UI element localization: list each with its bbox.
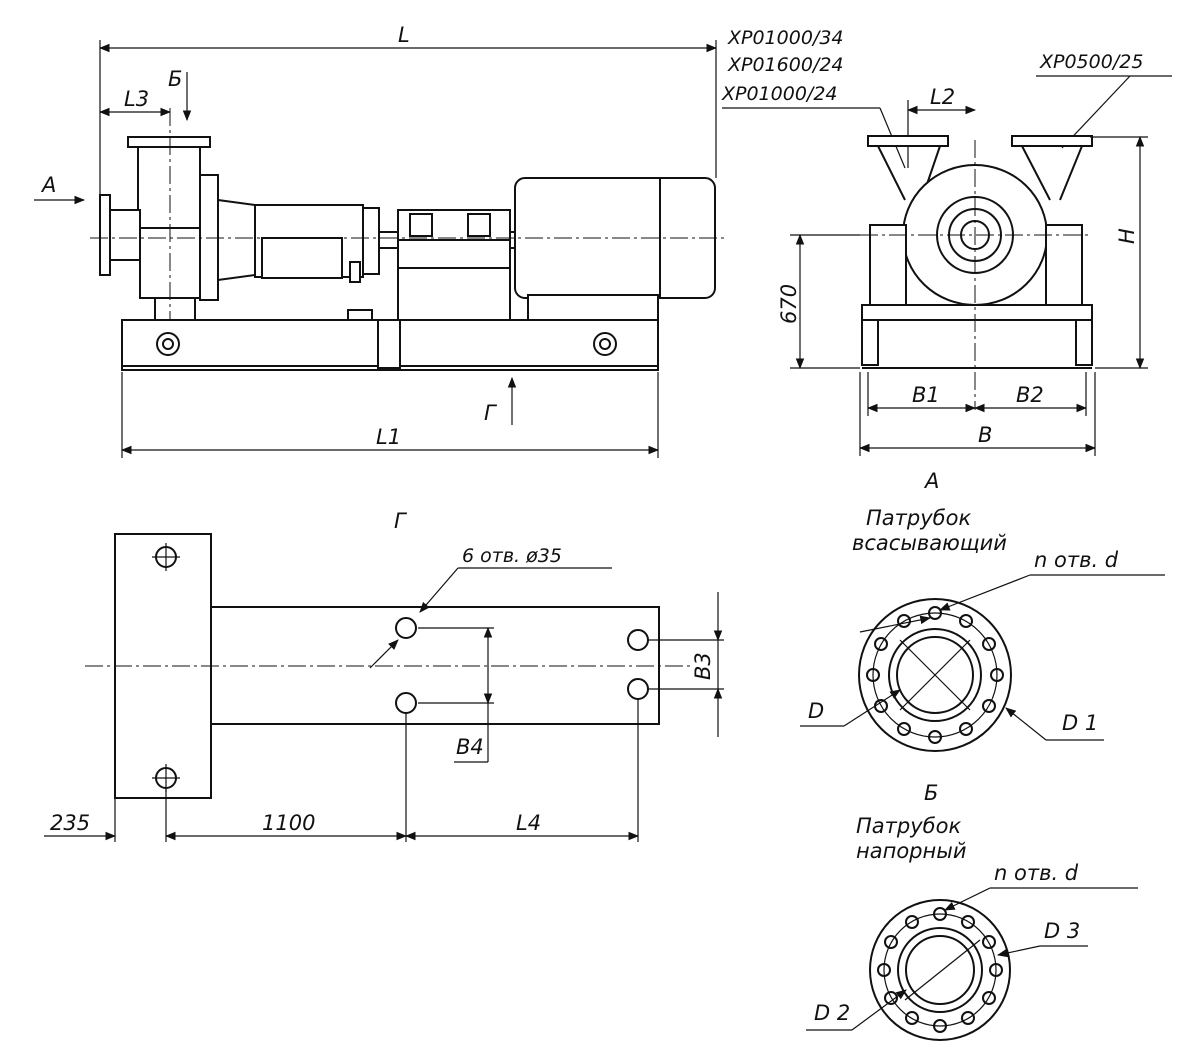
label-L: L <box>398 23 410 47</box>
end-base <box>861 304 1093 321</box>
suction-holes-note: n отв. d <box>1034 548 1119 572</box>
end-view: XP01000/34 XP01600/24 XP01000/24 XP0500/… <box>721 27 1172 456</box>
label-B: B <box>978 423 992 447</box>
label-B3: B3 <box>691 652 715 680</box>
pump-volute <box>137 147 201 232</box>
suction-title-2: всасывающий <box>852 531 1007 555</box>
label-L1: L1 <box>376 425 401 449</box>
discharge-title-2: напорный <box>856 839 966 863</box>
motor-stand <box>397 239 511 321</box>
label-L2: L2 <box>930 85 955 109</box>
label-1100: 1100 <box>262 811 315 835</box>
holes-note: 6 отв. ø35 <box>462 545 562 567</box>
plan-view: Г 6 отв. ø35 B3 B4 <box>44 509 724 842</box>
view-A-suction-flange: A Патрубок всасывающий n отв. d D <box>800 469 1165 752</box>
label-D: D <box>808 699 824 723</box>
discharge-holes-note: n отв. d <box>994 861 1079 885</box>
label-H: H <box>1115 228 1139 244</box>
side-view: L L3 Б A <box>34 23 728 458</box>
label-L3: L3 <box>124 87 149 111</box>
label-B2: B2 <box>1016 383 1044 407</box>
model-3: XP01000/24 <box>721 83 838 105</box>
label-view-B-arrow: Б <box>168 67 182 91</box>
model-right: XP0500/25 <box>1039 51 1143 73</box>
label-view-A: A <box>923 469 939 493</box>
label-D2: D 2 <box>814 1001 850 1025</box>
label-view-B: Б <box>924 781 938 805</box>
label-D1: D 1 <box>1062 711 1098 735</box>
discharge-flange <box>127 136 211 148</box>
label-view-A-arrow: A <box>40 173 56 197</box>
view-B-discharge-flange: Б Патрубок напорный n отв. d D 3 D 2 <box>806 781 1138 1041</box>
label-670: 670 <box>777 284 801 324</box>
label-D3: D 3 <box>1044 919 1080 943</box>
label-view-G-arrow: Г <box>484 401 498 425</box>
label-B1: B1 <box>912 383 940 407</box>
label-L4: L4 <box>516 811 541 835</box>
suction-flange <box>99 194 111 276</box>
suction-title-1: Патрубок <box>866 506 971 530</box>
volute-outline <box>877 145 1083 201</box>
label-view-G: Г <box>394 509 408 533</box>
label-235: 235 <box>50 811 90 835</box>
model-2: XP01600/24 <box>727 54 844 76</box>
discharge-bolt-holes <box>877 907 1003 1033</box>
label-B4: B4 <box>456 735 484 759</box>
model-1: XP01000/34 <box>727 27 844 49</box>
discharge-title-1: Патрубок <box>856 814 961 838</box>
